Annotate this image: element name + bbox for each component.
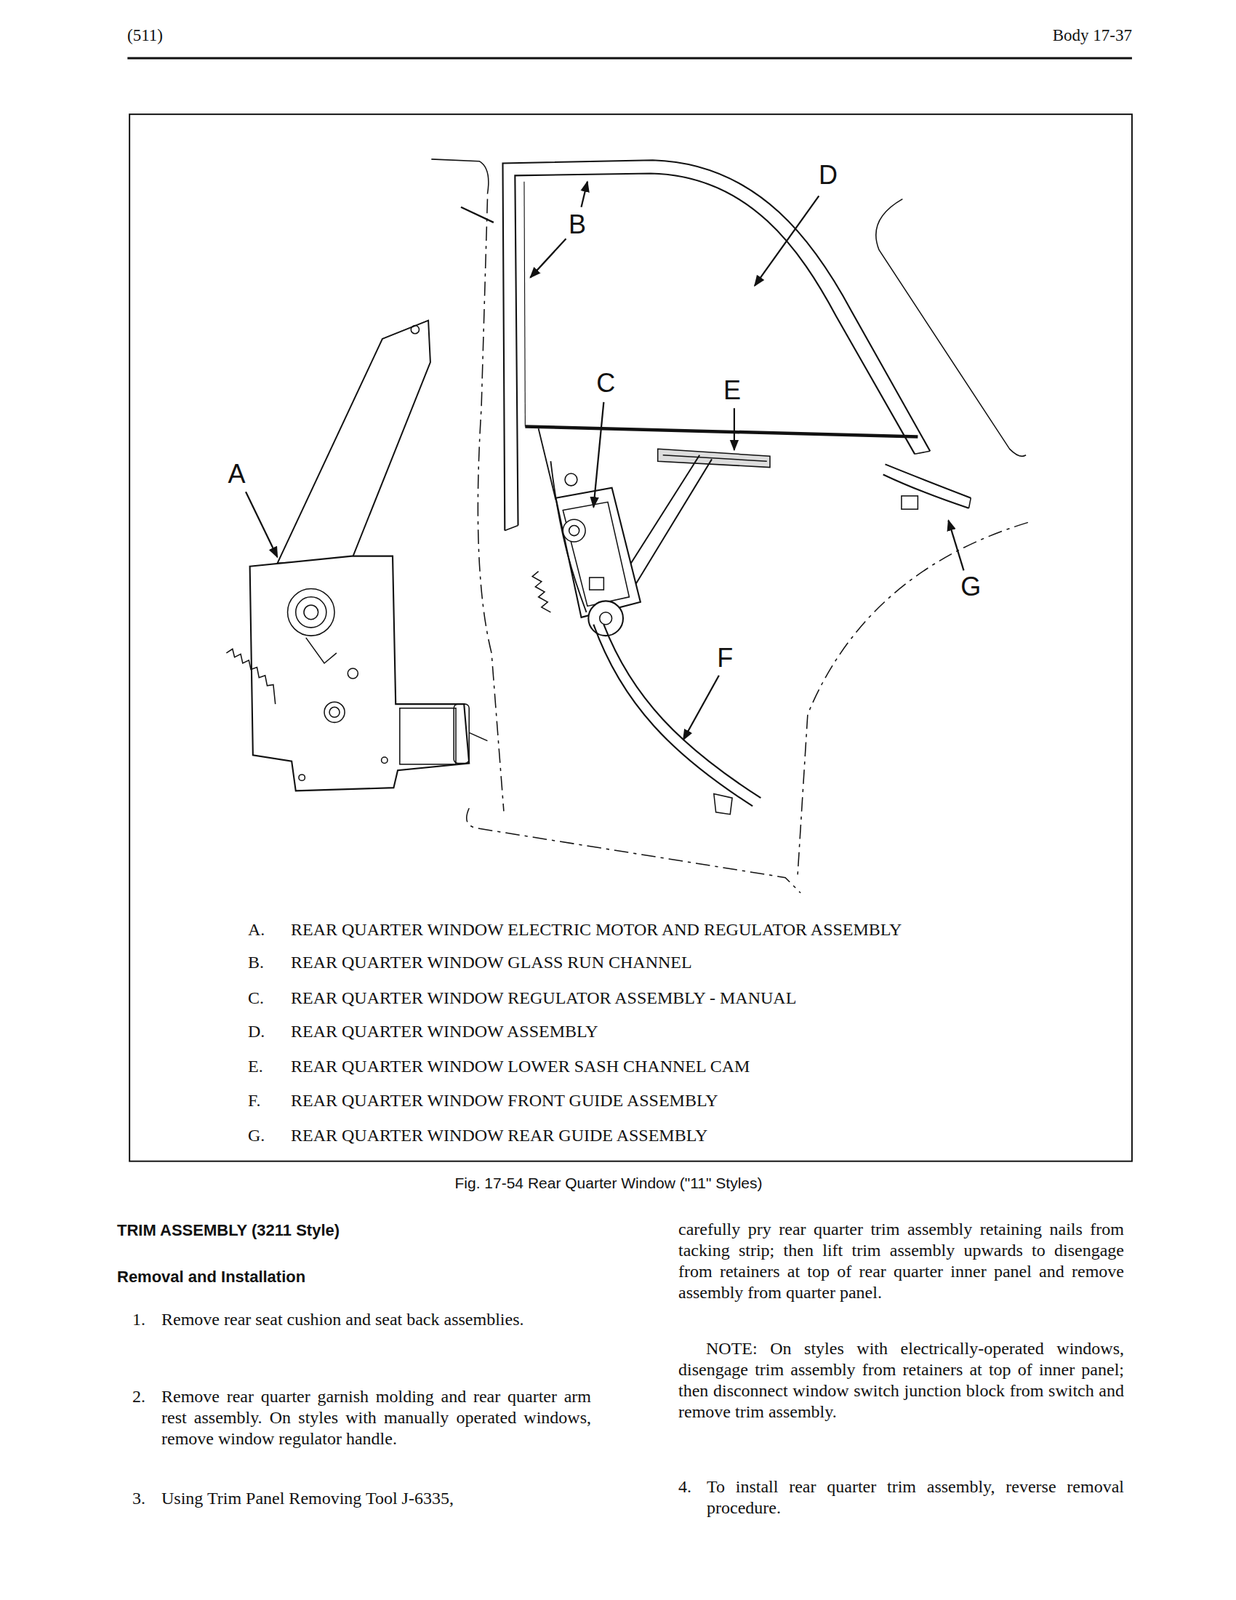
section-heading: TRIM ASSEMBLY (3211 Style) <box>117 1220 340 1241</box>
inner-panel-edge <box>477 199 504 812</box>
rear-guide <box>883 474 970 508</box>
regulator-pivot <box>562 519 586 542</box>
sash-channel-cam <box>657 448 770 467</box>
gear-sector <box>226 648 275 704</box>
legend-text: REAR QUARTER WINDOW REGULATOR ASSEMBLY -… <box>290 986 797 1009</box>
mounting-hole <box>329 706 340 717</box>
leader-lines <box>245 181 964 740</box>
subheading: Removal and Installation <box>117 1266 306 1287</box>
legend-text: REAR QUARTER WINDOW FRONT GUIDE ASSEMBLY <box>290 1089 719 1111</box>
rear-guide <box>969 498 972 509</box>
front-guide <box>550 460 587 613</box>
window-glass <box>524 181 525 427</box>
header-rule <box>127 56 1133 59</box>
window-illustration <box>226 159 1028 893</box>
callout-letter: A <box>227 460 246 488</box>
regulator-arm <box>632 458 712 590</box>
figure-caption: Fig. 17-54 Rear Quarter Window ("11" Sty… <box>454 1173 762 1193</box>
regulator-crank-hub <box>599 612 613 625</box>
page-header: Body 17-37 <box>1052 26 1133 46</box>
step-text: Using Trim Panel Removing Tool J-6335, <box>161 1487 592 1509</box>
rear-window-opening <box>876 199 1026 457</box>
legend-letter: F. <box>247 1089 261 1111</box>
leader-line <box>593 402 604 508</box>
lower-sash-channel <box>524 426 918 437</box>
leader-line <box>683 675 720 740</box>
callout-letter: B <box>568 211 587 238</box>
legend-text: REAR QUARTER WINDOW LOWER SASH CHANNEL C… <box>290 1054 750 1077</box>
motor-housing <box>250 556 470 792</box>
legend-letter: G. <box>247 1124 265 1146</box>
callout-letter: G <box>960 573 981 600</box>
leader-line <box>948 520 964 571</box>
legend-text: REAR QUARTER WINDOW REAR GUIDE ASSEMBLY <box>290 1124 708 1146</box>
mounting-hole <box>347 668 358 679</box>
callout-letter: F <box>716 644 733 672</box>
leader-line <box>245 491 278 557</box>
inner-panel-edge <box>466 807 801 893</box>
leader-line <box>733 407 736 451</box>
front-guide <box>593 624 753 807</box>
electric-motor <box>453 703 469 763</box>
leader-line <box>530 238 566 278</box>
regulator-housing <box>555 487 640 618</box>
front-guide <box>603 624 761 799</box>
step-text: carefully pry rear quarter trim assembly… <box>678 1218 1125 1303</box>
note-text: NOTE: On styles with electrically-operat… <box>678 1337 1125 1423</box>
counterbalance-spring <box>303 604 319 620</box>
page-number: (511) <box>127 26 163 46</box>
mounting-hole <box>298 774 305 781</box>
counterbalance-spring <box>295 596 327 628</box>
glass-run-channel <box>503 159 931 531</box>
legend-letter: E. <box>247 1054 264 1077</box>
fastener <box>564 473 578 486</box>
legend-letter: A. <box>247 918 265 941</box>
body-outline <box>460 207 494 223</box>
spring-tang <box>306 637 337 664</box>
leader-line <box>754 195 819 286</box>
callout-letter: C <box>596 370 616 397</box>
leader-line <box>581 181 588 208</box>
legend-text: REAR QUARTER WINDOW ASSEMBLY <box>290 1020 599 1042</box>
legend-letter: C. <box>247 986 264 1009</box>
body-outline <box>431 159 489 195</box>
step-number: 4. <box>678 1475 692 1498</box>
legend-text: REAR QUARTER WINDOW GLASS RUN CHANNEL <box>290 950 693 973</box>
step-number: 3. <box>132 1487 146 1509</box>
sash-channel-cam <box>663 455 768 461</box>
wheelhouse-edge <box>797 522 1029 877</box>
regulator-bracket <box>538 428 557 500</box>
glass-run-channel <box>504 525 518 531</box>
step-text: Remove rear seat cushion and seat back a… <box>161 1308 592 1330</box>
mounting-hole <box>381 756 388 763</box>
guide-bracket <box>901 495 918 509</box>
regulator-plate <box>277 320 431 564</box>
legend-text: REAR QUARTER WINDOW ELECTRIC MOTOR AND R… <box>290 918 902 941</box>
step-number: 1. <box>132 1308 146 1330</box>
mounting-hole <box>324 701 345 722</box>
legend-letter: B. <box>247 950 264 973</box>
glass-run-channel <box>514 173 915 526</box>
callout-letter: E <box>723 377 741 404</box>
guide-bracket <box>713 793 733 815</box>
glass-run-channel <box>914 450 930 454</box>
regulator-housing <box>562 501 629 606</box>
mounting-hole <box>410 325 419 334</box>
regulator-pivot <box>569 525 580 536</box>
callout-letter: D <box>818 162 838 189</box>
step-number: 2. <box>132 1385 146 1407</box>
legend-letter: D. <box>247 1020 265 1042</box>
step-text: Remove rear quarter garnish molding and … <box>161 1385 592 1450</box>
motor-wire <box>468 732 488 741</box>
figure-frame <box>129 114 1133 1162</box>
regulator-slot <box>589 577 605 590</box>
counterbalance-spring <box>287 588 336 637</box>
electric-motor <box>399 708 456 765</box>
gear-sector <box>532 571 551 613</box>
step-text: To install rear quarter trim assembly, r… <box>706 1475 1125 1519</box>
